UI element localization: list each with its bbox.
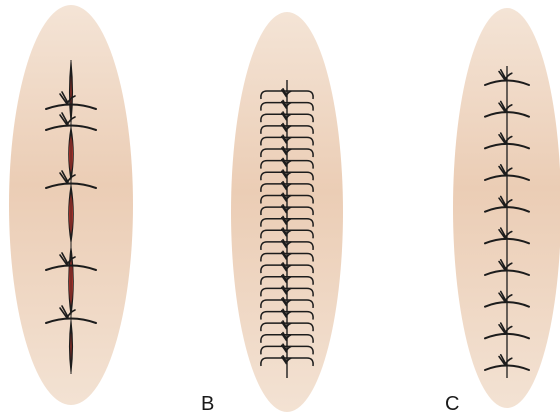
panel-a bbox=[9, 5, 133, 405]
panel-c bbox=[453, 8, 560, 408]
panel-label-b: B bbox=[201, 394, 214, 414]
panel-label-c: C bbox=[445, 394, 459, 414]
panel-b bbox=[231, 12, 343, 412]
